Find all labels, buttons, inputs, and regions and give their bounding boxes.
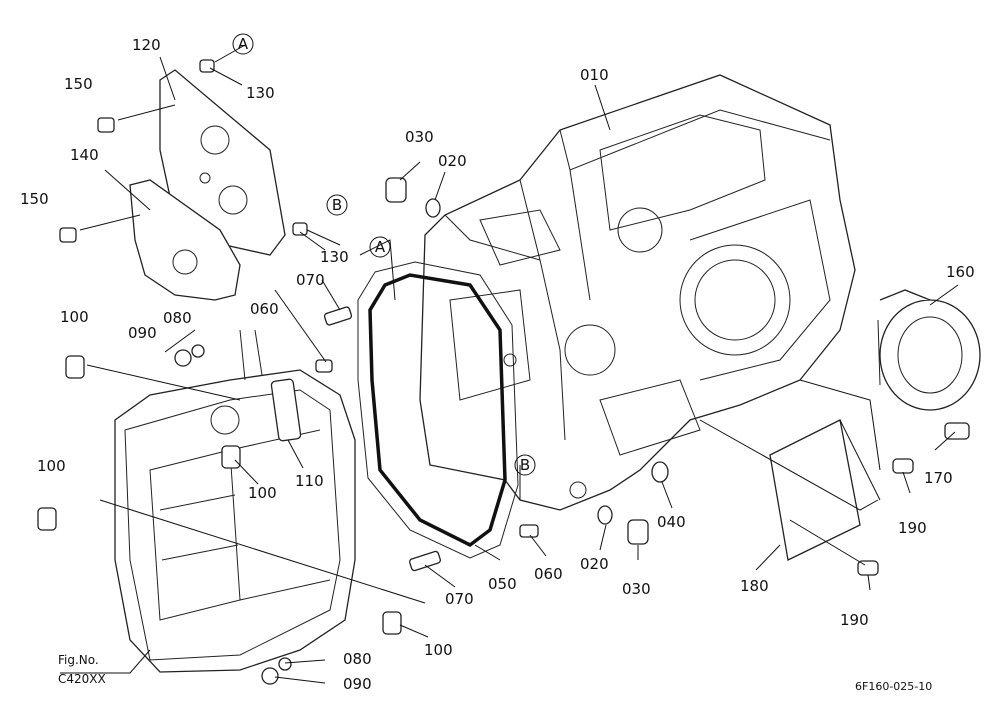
label-030: 030 (405, 128, 434, 146)
stud-070-upper (323, 306, 353, 326)
bolt-170 (944, 422, 970, 440)
pin-060-upper (315, 359, 333, 373)
cover-plate-180 (769, 419, 861, 561)
seal-020-lower (597, 505, 613, 525)
label-090: 090 (128, 324, 157, 342)
plate-110 (270, 378, 302, 442)
label-060: 060 (534, 565, 563, 583)
label-100: 100 (37, 457, 66, 475)
label-080: 080 (343, 650, 372, 668)
label-100: 100 (248, 484, 277, 502)
label-080: 080 (163, 309, 192, 327)
figure-number-value: C420XX (58, 672, 106, 686)
label-070: 070 (445, 590, 474, 608)
nut-080-upper (191, 344, 205, 358)
bolt-150-upper (97, 117, 115, 133)
label-100: 100 (424, 641, 453, 659)
drawing-code: 6F160-025-10 (855, 680, 932, 693)
stud-070-lower (409, 550, 441, 572)
label-140: 140 (70, 146, 99, 164)
bolt-190-upper (892, 458, 914, 474)
label-100: 100 (60, 308, 89, 326)
label-170: 170 (924, 469, 953, 487)
label-180: 180 (740, 577, 769, 595)
bolt-100-d (382, 611, 402, 635)
seal-020-upper (425, 198, 441, 218)
washer-090-lower (261, 667, 279, 685)
reference-marker-b-case: B (514, 454, 536, 476)
label-160: 160 (946, 263, 975, 281)
ref-a-label: A (238, 35, 249, 53)
ref-b-label: B (520, 456, 530, 474)
washer-090-upper (174, 349, 192, 367)
label-150: 150 (20, 190, 49, 208)
pin-130-upper (199, 59, 215, 73)
bolt-100-b (37, 507, 57, 531)
label-130: 130 (246, 84, 275, 102)
label-150: 150 (64, 75, 93, 93)
label-190: 190 (898, 519, 927, 537)
label-070: 070 (296, 271, 325, 289)
label-050: 050 (488, 575, 517, 593)
ref-a-label: A (375, 238, 386, 256)
leader-lines (60, 44, 959, 684)
reference-marker-b-top: B (326, 194, 348, 216)
label-060: 060 (250, 300, 279, 318)
reference-marker-a-top: A (232, 33, 254, 55)
gasket-140 (129, 179, 241, 301)
label-020: 020 (580, 555, 609, 573)
label-130: 130 (320, 248, 349, 266)
part-labels: 010 020 030 020 030 040 050 060 060 070 … (20, 36, 975, 693)
label-190: 190 (840, 611, 869, 629)
label-020: 020 (438, 152, 467, 170)
label-090: 090 (343, 675, 372, 693)
transmission-case-010 (419, 74, 856, 511)
label-030: 030 (622, 580, 651, 598)
front-housing (114, 329, 356, 673)
plug-030-lower (627, 519, 649, 545)
label-040: 040 (657, 513, 686, 531)
ring-040 (651, 461, 669, 483)
bolt-150-lower (59, 227, 77, 243)
ref-b-label: B (332, 196, 342, 214)
figure-number-heading: Fig.No. (58, 653, 99, 667)
plug-030-upper (385, 177, 407, 203)
bolt-100-a (65, 355, 85, 379)
label-010: 010 (580, 66, 609, 84)
nut-080-lower (278, 657, 292, 671)
bolt-100-c (221, 445, 241, 469)
label-110: 110 (295, 472, 324, 490)
label-120: 120 (132, 36, 161, 54)
reference-marker-a-case: A (369, 236, 391, 258)
pin-060-lower (519, 524, 539, 538)
bearing-housing-160 (877, 289, 981, 411)
pin-130-lower (292, 222, 308, 236)
